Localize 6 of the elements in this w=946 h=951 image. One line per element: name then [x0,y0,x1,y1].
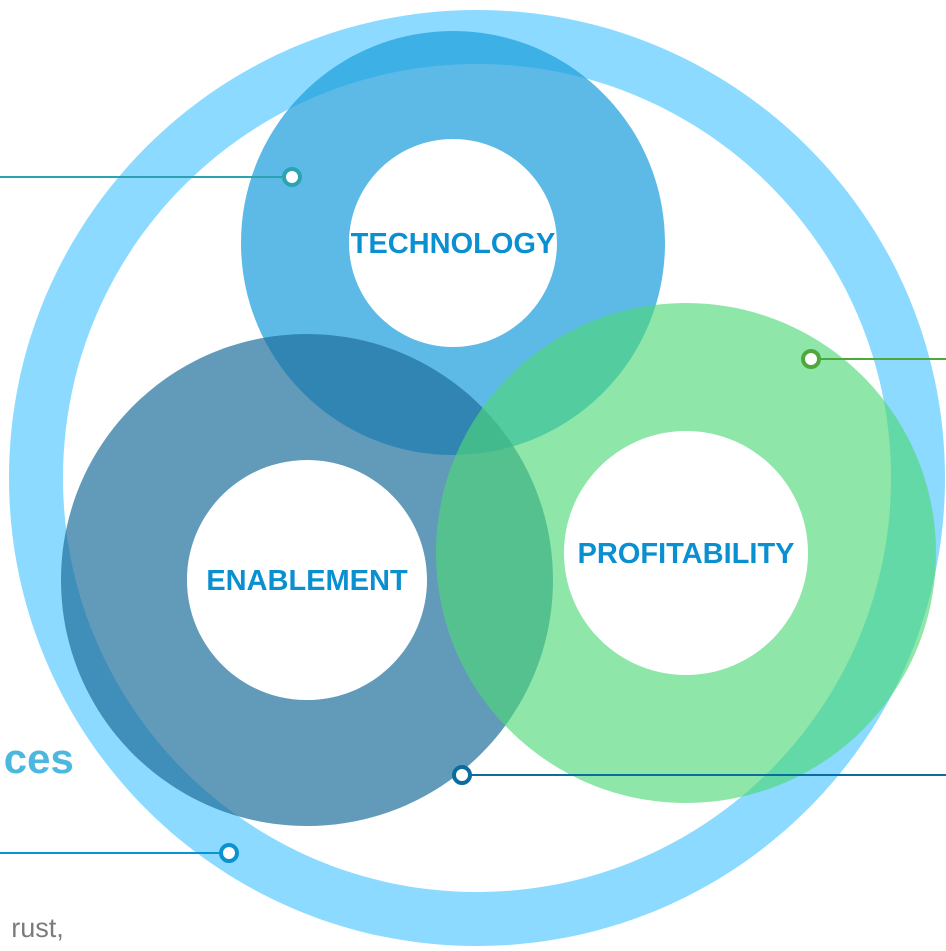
leader-line [452,765,946,785]
leader-line [0,843,239,863]
text-fragment: rust, [13,920,62,940]
leader-line [0,167,302,187]
ring: PROFITABILITY [436,303,936,803]
leader-line [801,349,946,369]
